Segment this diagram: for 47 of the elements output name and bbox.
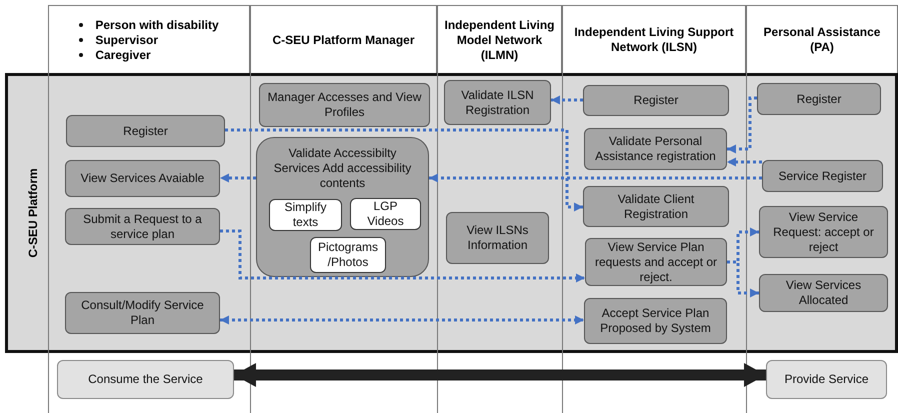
dotted-arrow [727,260,759,298]
process-box: Consult/Modify Service Plan [65,292,220,334]
lane-heading: Caregiver [95,48,151,62]
process-box: View Service Plan requests and accept or reject. [585,238,727,286]
process-box: Service Register [762,160,883,192]
content-box: Pictograms /Photos [310,237,386,273]
process-box: Submit a Request to a service plan [65,208,220,245]
process-box: View Service Request: accept or reject [759,206,888,258]
lane-header [250,5,437,73]
lane-heading: Independent Living Model Network (ILMN) [444,18,556,62]
process-box: Consume the Service [57,360,234,399]
lane-header [48,5,250,73]
dotted-arrow [551,96,583,104]
process-box: Register [757,83,881,115]
platform-band [5,73,898,353]
lane-heading: Independent Living Support Network (ILSN) [573,25,735,55]
process-box: Register [66,115,225,147]
double-arrow [234,363,766,387]
lane-header [746,5,898,73]
content-box: Simplify texts [269,199,342,231]
dotted-arrow [727,158,762,166]
process-box: Provide Service [766,360,887,399]
lane-header [437,5,562,73]
box-title: Validate Accessibilty Services Add accessibility contents [272,146,412,191]
process-box: View Services Allocated [759,274,888,312]
process-box: Validate ILSN Registration [444,80,551,125]
dotted-arrow [220,230,585,282]
lane-heading: C-SEU Platform Manager [272,32,415,48]
band-label: C-SEU Platform [26,167,40,260]
lane-header [562,5,746,73]
dotted-arrow [220,316,584,324]
lane-heading: Personal Assistance (PA) [762,25,882,55]
dotted-arrow [220,174,256,182]
content-box: LGP Videos [350,198,421,230]
process-box: Validate Personal Assistance registration [584,128,727,170]
process-box [256,137,429,277]
process-box: Validate Client Registration [583,186,729,227]
lane-heading: Supervisor [95,32,158,48]
dotted-arrow [727,96,757,154]
process-box: Register [583,85,729,116]
process-box: View ILSNs Information [446,212,549,264]
lane-heading: Person with disability [95,18,219,32]
dotted-arrow [429,174,762,182]
dotted-arrow [225,128,583,212]
process-box: View Services Avaiable [65,160,220,197]
process-box: Manager Accesses and View Profiles [259,83,430,127]
process-box: Accept Service Plan Proposed by System [584,298,727,344]
